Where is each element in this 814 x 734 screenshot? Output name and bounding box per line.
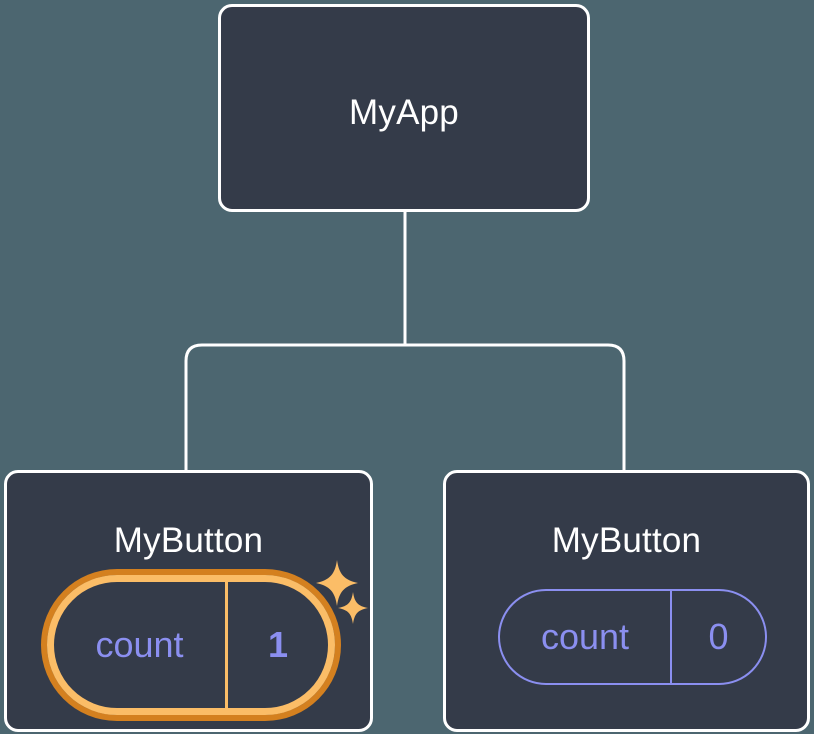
node-mybutton-left[interactable]: MyButton count 1 xyxy=(4,470,373,732)
state-pill-count[interactable]: count 0 xyxy=(498,589,767,685)
node-mybutton-right[interactable]: MyButton count 0 xyxy=(443,470,810,732)
state-value-label: 1 xyxy=(267,624,289,665)
state-value-label: 0 xyxy=(708,616,729,657)
state-pill-count-highlighted[interactable]: count 1 xyxy=(47,575,335,715)
node-mybutton-right-label: MyButton xyxy=(551,521,702,560)
connector-branch-bar xyxy=(184,343,626,470)
state-key-label: count xyxy=(54,582,228,708)
state-key-label: count xyxy=(500,591,672,683)
node-myapp[interactable]: MyApp xyxy=(218,4,590,212)
node-mybutton-left-label: MyButton xyxy=(113,521,264,560)
node-myapp-label: MyApp xyxy=(349,93,459,132)
